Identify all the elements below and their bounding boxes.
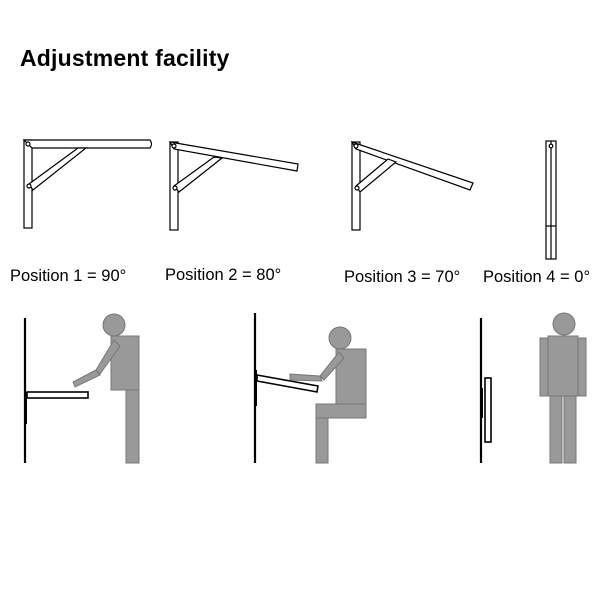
person-2-thigh — [315, 403, 367, 419]
position-1-label: Position 1 = 90° — [10, 267, 127, 285]
bracket-1-arm — [22, 139, 153, 149]
shelf-4-bracket — [480, 388, 483, 418]
bracket-2-pivot-bottom — [172, 185, 178, 191]
bracket-position-1 — [22, 139, 153, 229]
bracket-3-strut — [355, 158, 398, 193]
bracket-1-pivot-top — [25, 141, 31, 147]
position-2-label: Position 2 = 80° — [165, 266, 282, 284]
person-4-left-leg — [549, 395, 563, 464]
bracket-4-pivot — [548, 143, 554, 149]
shelf-4-folded — [484, 377, 492, 443]
person-2-forearm — [289, 373, 323, 382]
bracket-2-pivot-top — [171, 143, 177, 149]
position-3-label: Position 3 = 70° — [344, 268, 461, 286]
person-4-torso — [547, 335, 579, 397]
person-standing-4 — [539, 312, 587, 464]
bracket-2-strut — [173, 156, 224, 193]
shelf-1-bracket — [24, 392, 27, 424]
person-standing-1 — [72, 313, 140, 464]
person-2-head — [328, 326, 352, 350]
person-1-forearm — [72, 369, 101, 388]
person-1-head — [102, 313, 126, 337]
person-4-head — [552, 312, 576, 336]
page-title: Adjustment facility — [20, 45, 230, 71]
person-4-right-leg — [563, 395, 577, 464]
person-2-upper-arm — [319, 351, 345, 381]
shelf-2-bracket — [254, 370, 257, 406]
bracket-2-arm — [168, 141, 299, 172]
scene-position-1 — [23, 313, 140, 464]
bracket-position-3 — [350, 140, 474, 231]
bracket-position-4 — [545, 140, 557, 260]
person-1-leg — [125, 389, 140, 464]
bracket-3-pivot-top — [353, 143, 359, 149]
person-4-left-arm — [539, 337, 549, 397]
bracket-1-pivot-bottom — [26, 183, 32, 189]
bracket-position-2 — [168, 141, 299, 231]
bracket-1-strut — [28, 147, 88, 191]
position-4-label: Position 4 = 0° — [483, 268, 591, 286]
shelf-1 — [26, 391, 89, 399]
scene-position-4 — [479, 312, 587, 464]
shelf-2 — [256, 374, 319, 393]
scene-position-2 — [253, 313, 367, 464]
person-1-upper-arm — [95, 339, 121, 375]
bracket-3-pivot-bottom — [354, 185, 360, 191]
person-2-shin — [315, 417, 329, 464]
person-4-right-arm — [577, 337, 587, 397]
person-seated-2 — [289, 326, 367, 464]
